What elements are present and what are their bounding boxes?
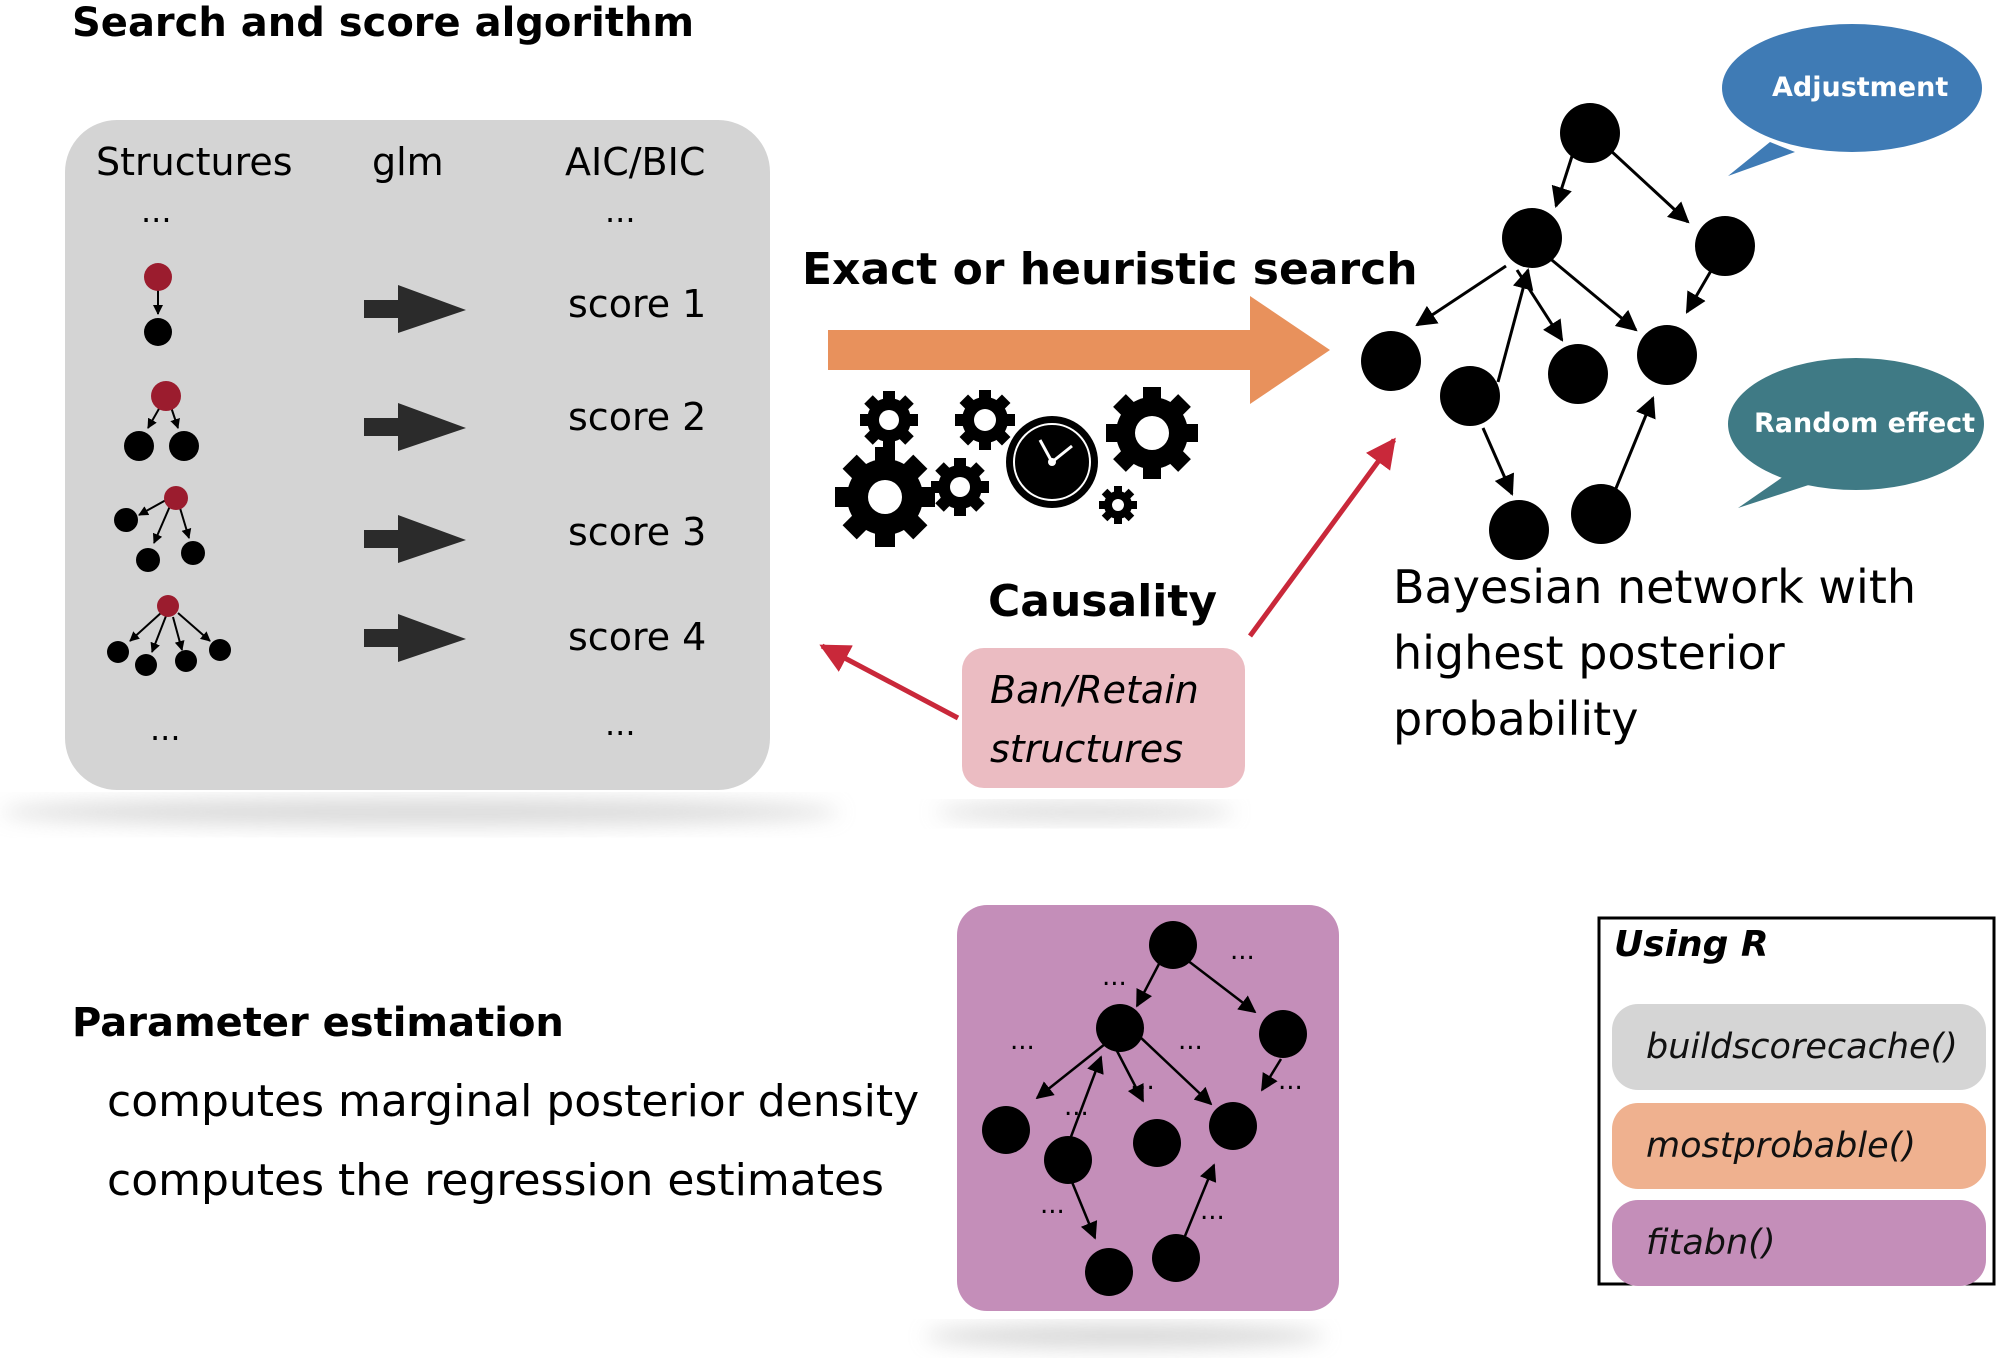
panel-ellipsis: ... [1178,1026,1203,1056]
causality-label: Causality [988,576,1218,627]
column-header-glm: glm [372,140,444,184]
glm-arrow-2 [364,403,466,451]
glm-arrow-4 [364,614,466,662]
panel-ellipsis: ... [1130,1066,1155,1096]
network-caption-line2: highest posterior [1393,626,1785,680]
bubble-random-effect-label: Random effect [1754,408,1976,439]
structure-3 [114,486,205,572]
panel-ellipsis: ... [1102,962,1127,992]
bayesian-network [1361,103,1755,560]
ban-to-network-arrow [1247,437,1397,638]
r-box-title: Using R [1614,924,1769,965]
structure-1 [144,263,172,346]
gears-icon [835,387,1198,547]
search-label: Exact or heuristic search [802,244,1418,295]
ellipsis-scores-top: ... [605,192,636,230]
panel-ellipsis: ... [1010,1026,1035,1056]
function-mostprobable: mostprobable() [1612,1103,1986,1189]
panel-ellipsis: ... [1278,1066,1303,1096]
panel-ellipsis: ... [1040,1190,1065,1220]
parameter-line2: computes the regression estimates [107,1155,884,1206]
parameter-line1: computes marginal posterior density [107,1076,920,1127]
ban-retain-line2: structures [990,727,1184,771]
glm-arrow-1 [364,285,466,333]
ellipsis-scores-bottom: ... [605,705,636,743]
column-header-structures: Structures [96,140,293,184]
structures-panel [65,120,770,790]
search-section-title: Search and score algorithm [72,0,695,46]
panel-ellipsis: ... [1064,1092,1089,1122]
score-label-3: score 3 [568,510,707,554]
ban-retain-line1: Ban/Retain [990,668,1199,712]
panel-ellipsis: ... [1200,1196,1225,1226]
ellipsis-structures-top: ... [141,192,172,230]
purple-panel-shadow [925,1324,1325,1348]
parameter-section-title: Parameter estimation [72,1000,564,1046]
search-arrow [828,296,1330,404]
function-fitabn: fitabn() [1612,1200,1986,1286]
ban-to-structures-arrow [819,643,960,721]
score-label-1: score 1 [568,282,707,326]
structure-2 [124,381,199,461]
structure-4 [107,595,231,676]
gray-panel-shadow [0,798,840,826]
clock-icon [1006,416,1098,508]
ban-retain-box [962,648,1245,788]
glm-arrow-3 [364,515,466,563]
network-caption-line3: probability [1393,692,1639,746]
ban-box-shadow [935,803,1235,821]
score-label-2: score 2 [568,395,707,439]
network-caption-line1: Bayesian network with [1393,560,1917,614]
bubble-adjustment-label: Adjustment [1772,72,1949,103]
function-buildscorecache: buildscorecache() [1612,1004,1986,1090]
glm-arrows [364,285,466,662]
random-effect-bubble [1728,358,1984,508]
estimation-network [982,921,1307,1296]
adjustment-bubble [1722,24,1982,176]
ellipsis-structures-bottom: ... [150,710,181,748]
score-label-4: score 4 [568,615,707,659]
panel-ellipsis: ... [1230,936,1255,966]
column-header-aicbic: AIC/BIC [565,140,706,184]
